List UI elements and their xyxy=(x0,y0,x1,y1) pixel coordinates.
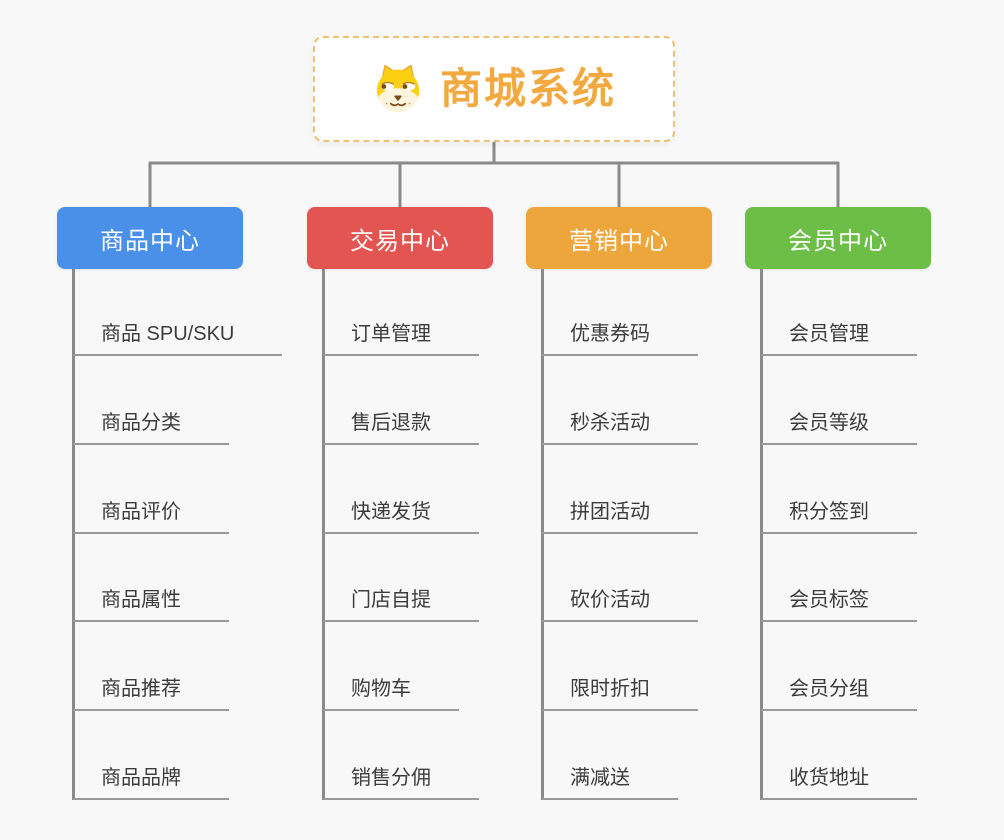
branch-trunk-line xyxy=(322,269,325,800)
leaf-node-trade-0[interactable]: 订单管理 xyxy=(323,320,479,356)
branch-marketing: 营销中心 优惠券码秒杀活动拼团活动砍价活动限时折扣满减送 xyxy=(526,207,776,840)
branch-trunk-line xyxy=(760,269,763,800)
leaf-node-marketing-4[interactable]: 限时折扣 xyxy=(542,675,698,711)
branch-label: 交易中心 xyxy=(350,227,450,255)
dog-face-icon xyxy=(376,64,420,112)
leaf-node-member-1[interactable]: 会员等级 xyxy=(761,409,917,445)
root-title: 商城系统 xyxy=(439,65,616,112)
leaf-node-trade-5[interactable]: 销售分佣 xyxy=(323,764,479,800)
branch-member: 会员中心 会员管理会员等级积分签到会员标签会员分组收货地址 xyxy=(745,207,995,840)
leaf-node-member-0[interactable]: 会员管理 xyxy=(761,320,917,356)
leaf-node-product-3[interactable]: 商品属性 xyxy=(73,586,229,622)
branch-label: 商品中心 xyxy=(100,227,200,255)
leaf-node-product-0[interactable]: 商品 SPU/SKU xyxy=(73,320,283,356)
leaf-node-marketing-3[interactable]: 砍价活动 xyxy=(542,586,698,622)
branch-trunk-line xyxy=(72,269,75,800)
leaf-node-trade-4[interactable]: 购物车 xyxy=(323,675,459,711)
leaf-node-member-2[interactable]: 积分签到 xyxy=(761,498,917,534)
branch-label: 营销中心 xyxy=(569,227,669,255)
branch-label: 会员中心 xyxy=(788,227,888,255)
root-node[interactable]: 商城系统 xyxy=(313,36,675,142)
branch-header-marketing[interactable]: 营销中心 xyxy=(526,207,712,269)
leaf-node-product-1[interactable]: 商品分类 xyxy=(73,409,229,445)
branch-header-product[interactable]: 商品中心 xyxy=(57,207,243,269)
branch-trunk-line xyxy=(541,269,544,800)
leaf-node-marketing-0[interactable]: 优惠券码 xyxy=(542,320,698,356)
leaf-node-product-4[interactable]: 商品推荐 xyxy=(73,675,229,711)
leaf-node-marketing-5[interactable]: 满减送 xyxy=(542,764,678,800)
branch-product: 商品中心 商品 SPU/SKU 商品分类商品评价商品属性商品推荐商品品牌 xyxy=(57,207,307,840)
branch-header-trade[interactable]: 交易中心 xyxy=(307,207,493,269)
branch-trade: 交易中心 订单管理售后退款快递发货门店自提购物车销售分佣 xyxy=(307,207,557,840)
leaf-node-member-4[interactable]: 会员分组 xyxy=(761,675,917,711)
leaf-node-product-5[interactable]: 商品品牌 xyxy=(73,764,229,800)
branch-header-member[interactable]: 会员中心 xyxy=(745,207,931,269)
leaf-node-product-2[interactable]: 商品评价 xyxy=(73,498,229,534)
leaf-node-trade-1[interactable]: 售后退款 xyxy=(323,409,479,445)
leaf-node-member-5[interactable]: 收货地址 xyxy=(761,764,917,800)
leaf-node-trade-3[interactable]: 门店自提 xyxy=(323,586,479,622)
leaf-node-marketing-1[interactable]: 秒杀活动 xyxy=(542,409,698,445)
leaf-node-marketing-2[interactable]: 拼团活动 xyxy=(542,498,698,534)
leaf-node-trade-2[interactable]: 快递发货 xyxy=(323,498,479,534)
leaf-node-member-3[interactable]: 会员标签 xyxy=(761,586,917,622)
